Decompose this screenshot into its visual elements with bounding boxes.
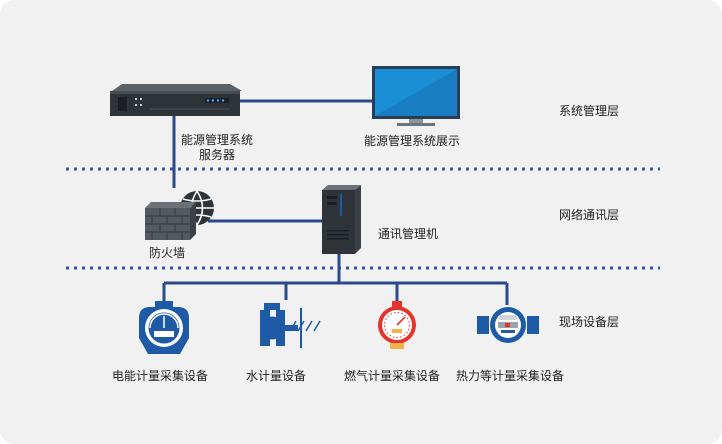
layer-label-network: 网络通讯层 — [559, 208, 620, 222]
heat-meter-icon — [477, 307, 539, 343]
layer-label-management: 系统管理层 — [559, 104, 620, 118]
water-meter-label: 水计量设备 — [245, 369, 307, 383]
tower-pc-icon — [322, 185, 361, 254]
display-label: 能源管理系统展示 — [363, 134, 461, 148]
firewall-label: 防火墙 — [148, 246, 186, 260]
gas-meter-icon — [378, 301, 416, 349]
brick-firewall-globe-icon — [145, 190, 214, 240]
server-label-line1: 能源管理系统 — [180, 133, 254, 147]
heat-meter-label: 热力等计量采集设备 — [455, 369, 565, 383]
water-meter-icon — [260, 303, 321, 348]
server-label-line2: 服务器 — [198, 148, 236, 162]
rack-server-icon — [110, 84, 242, 116]
layer-label-field: 现场设备层 — [559, 315, 620, 329]
comm-manager-label: 通讯管理机 — [378, 227, 439, 241]
monitor-icon — [372, 66, 460, 126]
gas-meter-label: 燃气计量采集设备 — [343, 369, 441, 383]
electric-meter-label: 电能计量采集设备 — [111, 369, 209, 383]
electric-meter-icon — [139, 301, 189, 354]
